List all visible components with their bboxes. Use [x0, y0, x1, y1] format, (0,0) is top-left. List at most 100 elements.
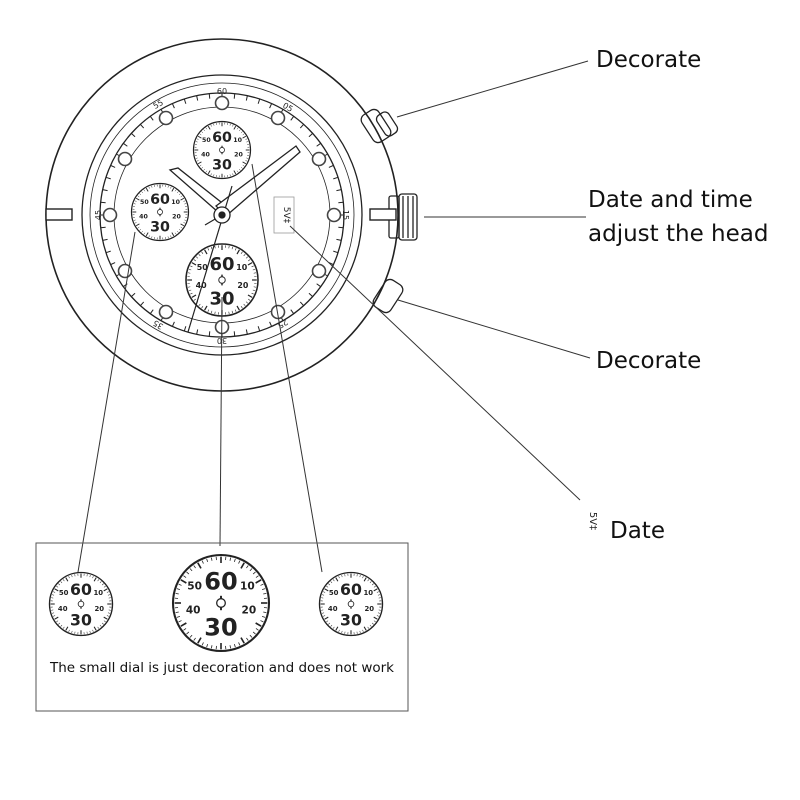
bezel-number-15: 15 — [341, 210, 350, 220]
top-pusher — [360, 108, 399, 144]
minute-tick — [299, 301, 305, 306]
minute-tick — [183, 98, 187, 104]
leader-bottom-pusher — [397, 299, 591, 359]
minute-tick — [171, 103, 175, 109]
subdial-label-left: 40 — [58, 605, 68, 613]
subdial-label-bottom: 30 — [212, 157, 232, 173]
minute-tick — [183, 326, 187, 332]
minute-tick — [123, 142, 128, 147]
minute-tick — [338, 226, 344, 229]
minute-tick — [196, 329, 199, 335]
subdial-label-bottom: 30 — [70, 610, 92, 629]
subdial-label-bottom: 30 — [204, 614, 237, 642]
leader-top-subdial — [251, 163, 323, 573]
subdial-label-right: 20 — [94, 605, 104, 613]
subdial-label-top-right: 10 — [94, 589, 104, 597]
minute-tick — [308, 292, 313, 298]
watch-hands — [168, 145, 301, 333]
minute-tick — [105, 176, 111, 180]
callout-decorate-top: Decorate — [596, 47, 702, 73]
inset-box — [35, 542, 409, 712]
subdial-label-right: 20 — [241, 605, 256, 617]
minute-tick — [196, 95, 199, 101]
minute-tick — [269, 321, 273, 327]
subdial-label-left: 40 — [201, 151, 210, 158]
hour-index — [311, 151, 327, 167]
subdial-label-left: 40 — [139, 213, 148, 220]
minute-tick — [257, 326, 261, 332]
subdial-label-left: 40 — [186, 605, 201, 617]
minute-tick — [100, 226, 106, 229]
minute-tick — [338, 201, 344, 204]
minute-tick — [110, 164, 116, 168]
minute-tick — [290, 309, 295, 314]
subdial-label-top-left: 50 — [140, 199, 149, 206]
leader-top-pusher — [396, 60, 589, 118]
subdial-label-top: 60 — [212, 130, 232, 146]
minute-tick — [336, 189, 342, 192]
minute-tick — [139, 301, 145, 306]
hour-index — [214, 95, 230, 111]
leader-date — [289, 225, 581, 501]
minute-tick — [269, 103, 273, 109]
hour-index — [311, 263, 327, 279]
minute-tick — [131, 292, 136, 298]
subdial-label-top-left: 50 — [59, 589, 69, 597]
svg-text:5Ⅴ‡: 5Ⅴ‡ — [281, 207, 291, 224]
minute-tick — [257, 98, 261, 104]
minute-tick — [308, 132, 313, 138]
bezel-number-25: 25 — [276, 317, 289, 330]
minute-tick — [316, 142, 321, 147]
svg-text:5Ⅴ‡: 5Ⅴ‡ — [587, 512, 598, 530]
subdial-label-right: 20 — [234, 151, 243, 158]
minute-tick — [245, 329, 248, 335]
callout-date: Date — [610, 518, 665, 544]
bezel-number-60: 60 — [217, 87, 227, 96]
minute-tick — [233, 93, 236, 99]
callout-decorate-bottom: Decorate — [596, 348, 702, 374]
subdial-label-top-right: 10 — [364, 589, 374, 597]
subdial-label-top-left: 50 — [202, 137, 211, 144]
hour-index — [158, 304, 174, 320]
subdial-label-top-left: 50 — [187, 581, 202, 593]
subdial-label-top-right: 10 — [236, 263, 248, 272]
minute-tick — [290, 116, 295, 121]
minute-tick — [299, 124, 305, 129]
hour-index — [326, 207, 342, 223]
minute-tick — [100, 201, 106, 204]
subdial-label-top-left: 50 — [197, 263, 209, 272]
minute-tick — [316, 283, 321, 288]
subdial-label-bottom: 30 — [340, 610, 362, 629]
minute-tick — [333, 176, 339, 180]
bezel-number-35: 35 — [152, 318, 165, 331]
subdial-label-top: 60 — [340, 580, 362, 599]
subdial-label-top: 60 — [204, 568, 237, 596]
subdial-label-right: 20 — [237, 281, 249, 290]
hour-index — [158, 110, 174, 126]
subdial-label-right: 20 — [172, 213, 181, 220]
subdial-label-top-right: 10 — [240, 581, 255, 593]
minute-tick — [149, 116, 154, 121]
leader-bottom-subdial — [219, 296, 223, 547]
callout-crown-line1: Date and time — [588, 187, 753, 213]
date-glyph-icon: 5Ⅴ‡ — [587, 512, 598, 530]
minute-tick — [333, 250, 339, 254]
case-marker-left — [45, 208, 73, 221]
minute-tick — [245, 95, 248, 101]
minute-tick — [105, 250, 111, 254]
minute-tick — [233, 331, 236, 337]
minute-tick — [102, 189, 108, 192]
minute-tick — [208, 93, 211, 99]
minute-tick — [110, 262, 116, 266]
minute-tick — [131, 132, 136, 138]
subdial-label-top: 60 — [209, 254, 234, 275]
subdial-label-top-right: 10 — [233, 137, 242, 144]
minute-tick — [102, 238, 108, 241]
minute-tick — [208, 331, 211, 337]
